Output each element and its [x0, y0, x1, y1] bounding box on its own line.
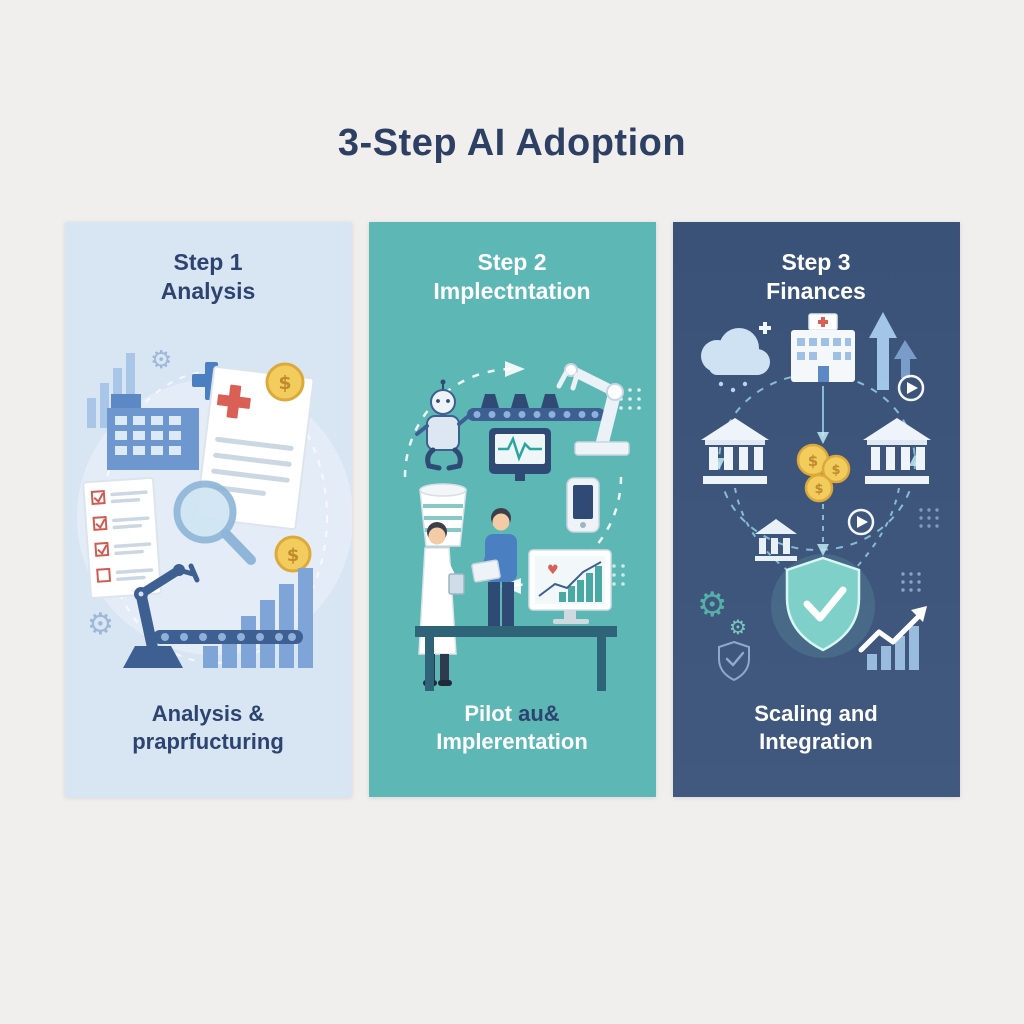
- play-button-icon: [897, 374, 924, 402]
- bank-icon: [862, 418, 931, 484]
- panel-1-step-label: Step 1: [173, 249, 243, 275]
- robotic-arm-icon: [556, 363, 630, 456]
- panel-2-heading: Step 2 Implectntation: [369, 248, 656, 307]
- panel-step-3: Step 3 Finances: [672, 222, 960, 797]
- worker-figure: [470, 508, 517, 626]
- dots-pattern: [900, 572, 921, 592]
- gear-icon: ⚙: [150, 345, 172, 374]
- svg-text:$: $: [286, 545, 299, 566]
- panel-3-step-subtitle: Finances: [766, 278, 866, 305]
- dots-pattern: [918, 508, 939, 528]
- panels-row: Step 1 Analysis ⚙: [0, 222, 1024, 797]
- growth-chart-icon: [858, 606, 927, 670]
- bank-icon: [700, 418, 769, 484]
- panel-1-illustration: ⚙: [76, 345, 352, 668]
- panel-2-illustration: ♥: [403, 361, 641, 691]
- panel-2-step-label: Step 2: [477, 249, 547, 275]
- panel-1-caption-line1: Analysis &: [151, 700, 265, 726]
- robot-icon: [414, 379, 476, 471]
- panel-3-illustration: $ $ $ ⚙ ⚙: [697, 312, 939, 682]
- dots-pattern: [618, 388, 641, 410]
- caption-white-part: Pilot: [464, 700, 519, 726]
- chart-monitor-icon: ♥: [527, 549, 612, 624]
- heart-icon: ♥: [547, 563, 559, 578]
- small-shield-icon: [717, 640, 750, 682]
- robotic-arm-icon: [122, 563, 199, 668]
- panel-1-step-subtitle: Analysis: [160, 278, 256, 305]
- shield-check-icon: [770, 554, 875, 658]
- panel-1-caption: Analysis & praprfucturing: [65, 700, 352, 757]
- panel-3-caption-line2: Integration: [759, 729, 873, 755]
- panel-step-2: Step 2 Implectntation: [368, 222, 656, 797]
- panel-2-caption: Pilot au& Implerentation: [369, 700, 656, 757]
- svg-text:$: $: [807, 452, 817, 470]
- page-title: 3-Step AI Adoption: [337, 122, 687, 165]
- ecg-monitor-icon: [488, 428, 551, 481]
- dollar-coin-icon: $: [274, 535, 311, 573]
- svg-text:$: $: [814, 482, 823, 497]
- panel-3-step-label: Step 3: [781, 249, 851, 275]
- caption-dark-part: au&: [518, 700, 560, 726]
- growth-arrows-icon: [868, 312, 917, 390]
- small-bank-icon: [754, 519, 797, 561]
- hospital-icon: [790, 313, 855, 382]
- coins-icon: $ $ $: [796, 443, 850, 503]
- office-building-icon: [106, 394, 199, 470]
- dollar-coin-icon: $: [265, 362, 304, 402]
- panel-step-1: Step 1 Analysis ⚙: [64, 222, 352, 797]
- panel-3-heading: Step 3 Finances: [673, 248, 960, 307]
- conveyor-belt-icon: [152, 630, 303, 644]
- magnifying-glass-icon: [173, 480, 256, 565]
- gear-icon: ⚙: [697, 585, 727, 625]
- gear-icon: ⚙: [729, 615, 747, 639]
- svg-text:$: $: [831, 463, 840, 478]
- dots-pattern: [602, 564, 625, 586]
- conveyor-belt-icon: [466, 394, 605, 421]
- panel-1-caption-line2: praprfucturing: [132, 729, 284, 755]
- panel-2-caption-line2: Implerentation: [436, 729, 588, 755]
- panel-3-caption: Scaling and Integration: [673, 700, 960, 757]
- meeting-table: [414, 626, 617, 691]
- svg-text:$: $: [278, 372, 291, 394]
- panel-3-caption-line1: Scaling and: [754, 700, 878, 726]
- mobile-device-icon: [565, 477, 600, 533]
- cloud-icon: [700, 322, 771, 393]
- checklist-icon: [81, 476, 162, 600]
- panel-2-step-subtitle: Implectntation: [433, 278, 591, 305]
- panel-2-caption-line1: Pilot au&: [369, 700, 656, 729]
- panel-1-heading: Step 1 Analysis: [65, 248, 352, 307]
- gear-icon: ⚙: [87, 607, 114, 642]
- play-button-icon: [847, 508, 874, 536]
